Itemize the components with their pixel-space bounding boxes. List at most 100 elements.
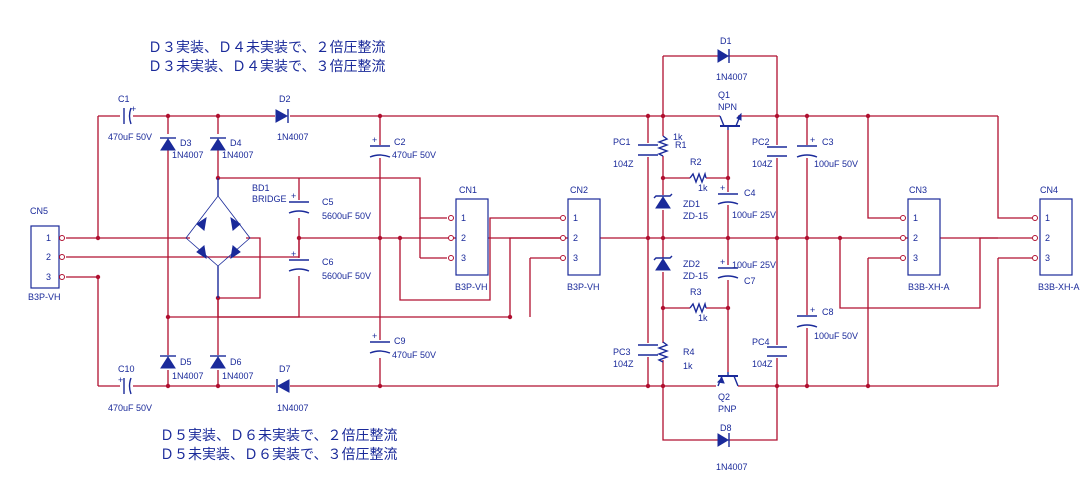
connector-cn1: CN1 1 2 3 B3P-VH <box>448 185 489 292</box>
c7-ref: C7 <box>744 276 756 286</box>
diode-d3: D3 1N4007 <box>160 137 204 160</box>
c1-value: 470uF 50V <box>108 132 152 142</box>
svg-text:+: + <box>810 305 815 315</box>
zd2-ref: ZD2 <box>683 259 700 269</box>
r2-ref: R2 <box>690 157 702 167</box>
d1-value: 1N4007 <box>716 72 748 82</box>
diode-d2: D2 1N4007 <box>275 94 309 142</box>
c7-value: 100uF 25V <box>732 260 776 270</box>
d7-value: 1N4007 <box>277 403 309 413</box>
cn3-ref: CN3 <box>909 185 927 195</box>
capacitor-c4: + C4 100uF 25V <box>717 183 776 220</box>
cn1-pin1: 1 <box>461 213 466 223</box>
cn2-ref: CN2 <box>570 185 588 195</box>
cn4-ref: CN4 <box>1040 185 1058 195</box>
capacitor-c8: + C8 100uF 50V <box>796 305 858 341</box>
pc2-ref: PC2 <box>752 137 770 147</box>
c4-ref: C4 <box>744 188 756 198</box>
r3-ref: R3 <box>690 287 702 297</box>
bridge-bd1: BD1 BRIDGE <box>185 178 287 298</box>
d8-value: 1N4007 <box>716 462 748 472</box>
pc3-value: 104Z <box>613 359 634 369</box>
c9-ref: C9 <box>394 336 406 346</box>
svg-text:+: + <box>372 331 377 341</box>
c3-value: 100uF 50V <box>814 159 858 169</box>
c10-pol: + <box>118 375 123 385</box>
cn4-type: B3B-XH-A <box>1038 282 1080 292</box>
d1-ref: D1 <box>720 36 732 46</box>
resistor-r3: R3 1k <box>689 287 708 323</box>
d4-ref: D4 <box>230 138 242 148</box>
svg-text:+: + <box>810 135 815 145</box>
zd2-value: ZD-15 <box>683 271 708 281</box>
capacitor-c10: C10 + 470uF 50V <box>108 364 152 413</box>
c3-ref: C3 <box>822 137 834 147</box>
d2-value: 1N4007 <box>277 132 309 142</box>
capacitor-c2: + C2 470uF 50V <box>369 135 436 160</box>
d3-value: 1N4007 <box>172 150 204 160</box>
cn4-pin3: 3 <box>1045 253 1050 263</box>
transistor-q2: Q2 PNP <box>716 372 739 414</box>
capacitor-pc1: PC1 104Z <box>613 137 658 169</box>
cn3-pin1: 1 <box>913 213 918 223</box>
d3-ref: D3 <box>180 138 192 148</box>
cn4-pin1: 1 <box>1045 213 1050 223</box>
c8-ref: C8 <box>822 307 834 317</box>
cn5-ref: CN5 <box>30 206 48 216</box>
note-d3-d4-triple: Ｄ３未実装、Ｄ４実装で、３倍圧整流 <box>148 59 385 75</box>
resistor-r4: R4 1k <box>657 341 695 371</box>
cn1-type: B3P-VH <box>455 282 488 292</box>
capacitor-pc3: PC3 104Z <box>613 344 658 369</box>
cn2-pin2: 2 <box>573 233 578 243</box>
zd1-ref: ZD1 <box>683 199 700 209</box>
capacitor-c9: + C9 470uF 50V <box>369 331 436 360</box>
c5-ref: C5 <box>322 197 334 207</box>
resistor-r1: 1k R1 <box>657 132 687 157</box>
d2-ref: D2 <box>279 94 291 104</box>
note-d5-d6-double: Ｄ５実装、Ｄ６未実装で、２倍圧整流 <box>160 428 397 444</box>
pc1-value: 104Z <box>613 159 634 169</box>
bd1-value: BRIDGE <box>252 194 287 204</box>
connector-cn2: CN2 1 2 3 B3P-VH <box>560 185 601 292</box>
r3-value: 1k <box>698 313 708 323</box>
c2-value: 470uF 50V <box>392 150 436 160</box>
diode-d6: D6 1N4007 <box>210 355 254 381</box>
cn2-pin3: 3 <box>573 253 578 263</box>
cn5-type: B3P-VH <box>28 292 61 302</box>
cn1-ref: CN1 <box>459 185 477 195</box>
cn3-pin2: 2 <box>913 233 918 243</box>
q1-value: NPN <box>718 102 737 112</box>
cn4-pin2: 2 <box>1045 233 1050 243</box>
r1-ref: R1 <box>675 140 687 150</box>
cn5-pin2: 2 <box>46 252 51 262</box>
c9-value: 470uF 50V <box>392 350 436 360</box>
cn3-pin3: 3 <box>913 253 918 263</box>
pc4-value: 104Z <box>752 359 773 369</box>
cn2-type: B3P-VH <box>567 282 600 292</box>
d4-value: 1N4007 <box>222 150 254 160</box>
d6-value: 1N4007 <box>222 371 254 381</box>
d5-value: 1N4007 <box>172 371 204 381</box>
c4-value: 100uF 25V <box>732 210 776 220</box>
capacitor-c7: + 100uF 25V C7 <box>717 257 776 286</box>
junctions <box>95 113 871 389</box>
svg-text:+: + <box>291 249 296 259</box>
c10-ref: C10 <box>118 364 135 374</box>
c1-pol: + <box>131 104 136 114</box>
pc1-ref: PC1 <box>613 137 631 147</box>
q2-ref: Q2 <box>718 392 730 402</box>
c2-ref: C2 <box>394 137 406 147</box>
d5-ref: D5 <box>180 357 192 367</box>
diode-d1: D1 1N4007 <box>716 36 748 82</box>
cn1-pin2: 2 <box>461 233 466 243</box>
r2-value: 1k <box>698 183 708 193</box>
pc2-value: 104Z <box>752 159 773 169</box>
r4-value: 1k <box>683 361 693 371</box>
svg-text:+: + <box>372 135 377 145</box>
capacitor-pc4: PC4 104Z <box>752 337 787 369</box>
c5-value: 5600uF 50V <box>322 211 371 221</box>
svg-text:+: + <box>720 183 725 193</box>
cn5-pin3: 3 <box>46 272 51 282</box>
zd1-value: ZD-15 <box>683 211 708 221</box>
